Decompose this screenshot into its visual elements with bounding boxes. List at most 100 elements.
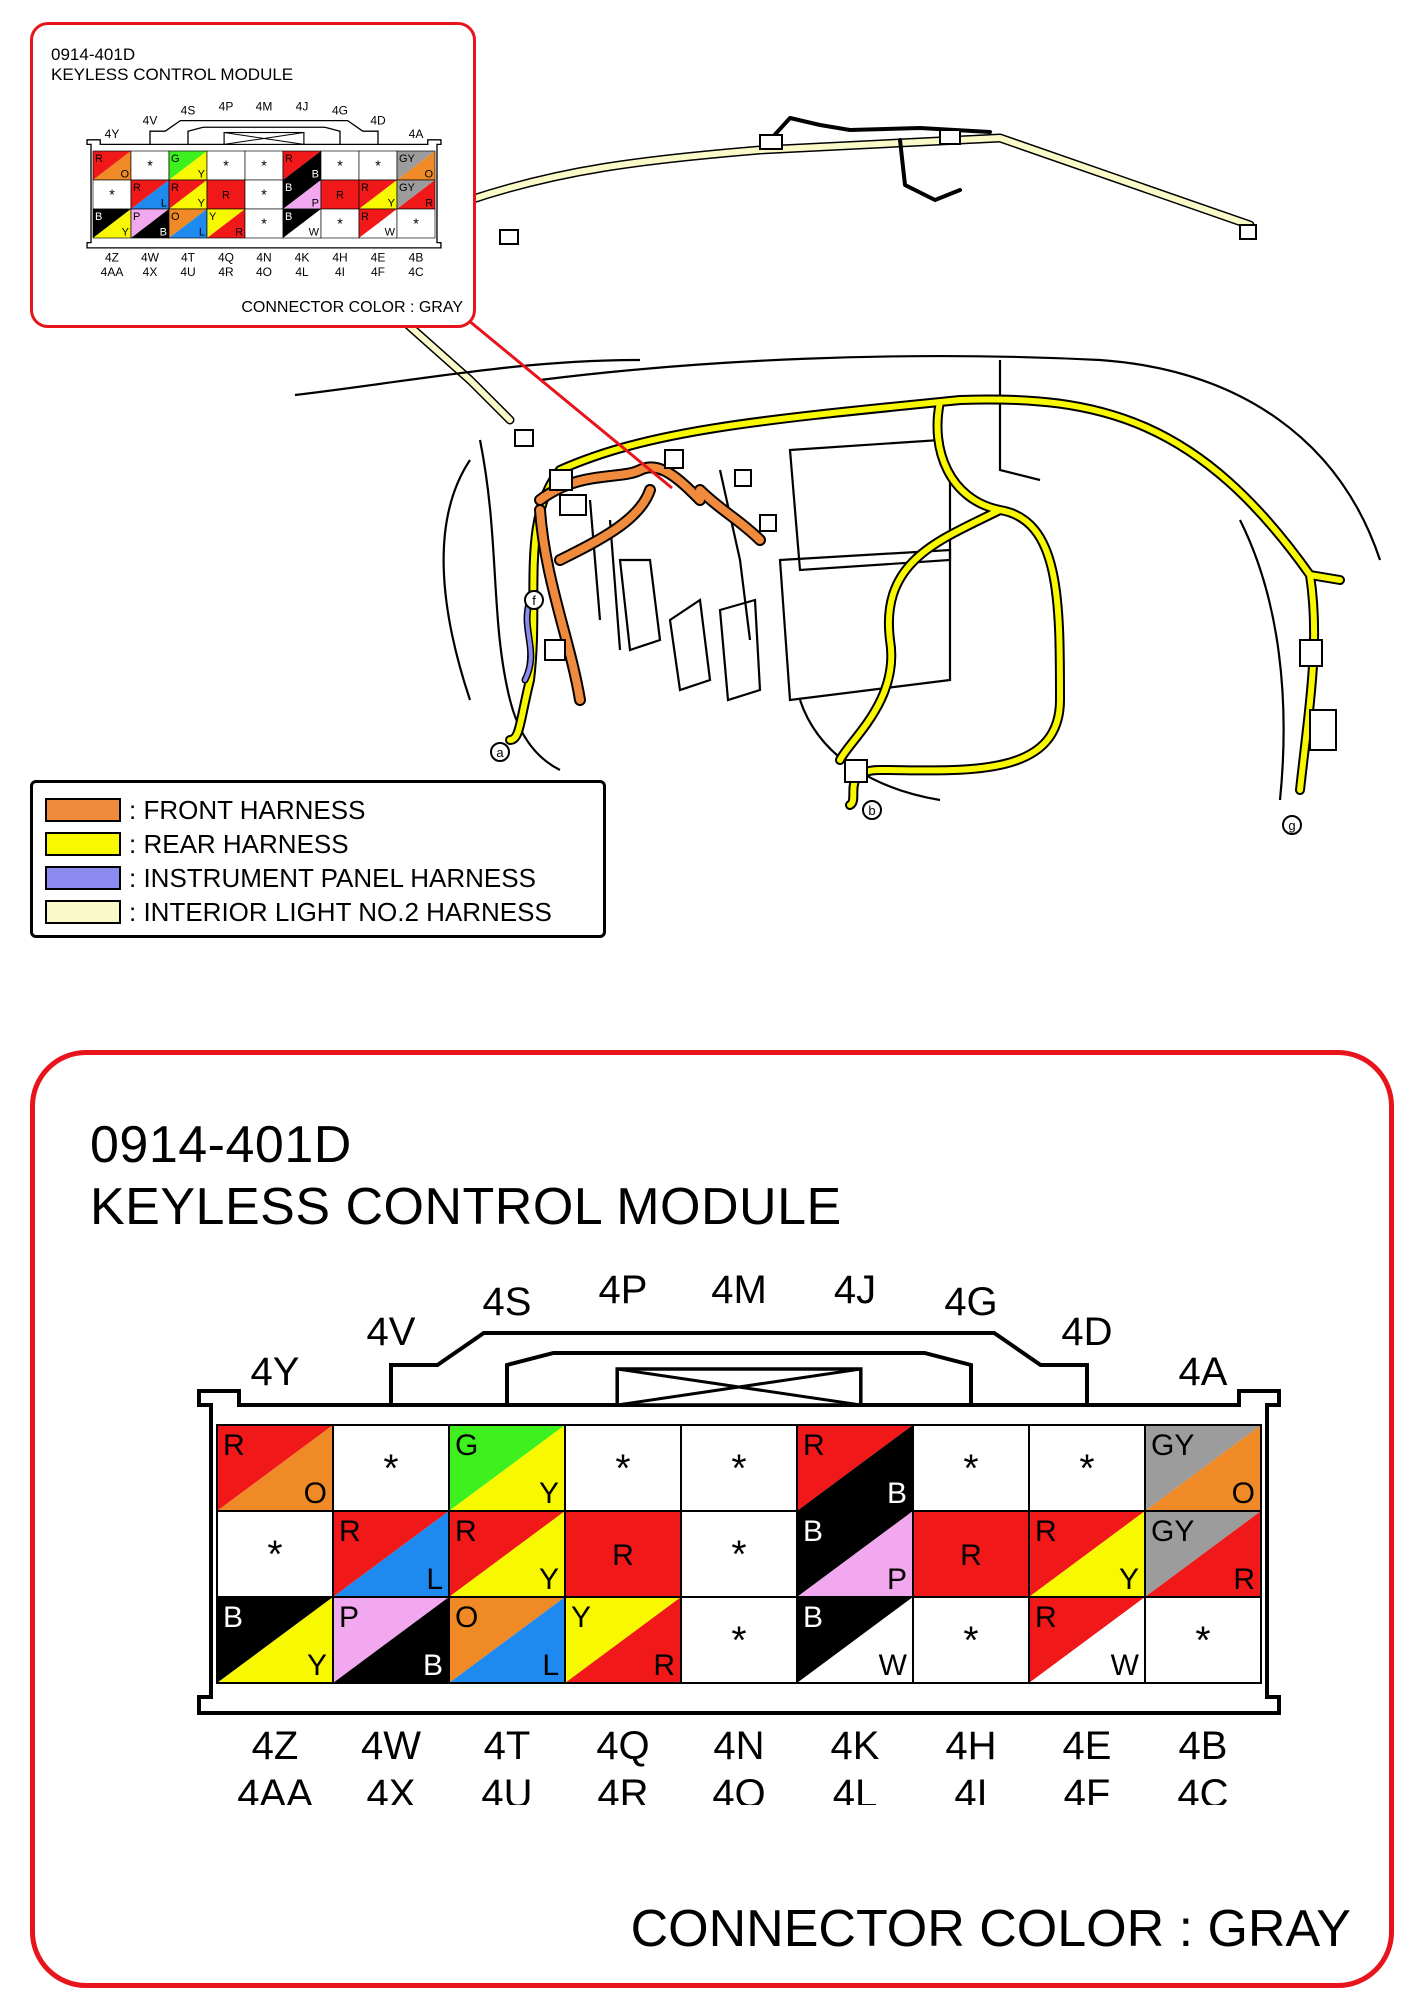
legend-label: : INTERIOR LIGHT NO.2 HARNESS [129, 897, 552, 927]
empty-pin-mark: * [383, 1448, 398, 1491]
wire-color-label: B [285, 211, 292, 223]
pin-number-label: 4S [483, 1280, 532, 1324]
wire-color-label: R [95, 153, 103, 165]
connector-pin: RL [130, 179, 170, 209]
connector-pin: RY [168, 179, 208, 209]
connector-pin: OL [448, 1596, 566, 1684]
pin-number-label: 4D [1061, 1310, 1112, 1354]
legend-swatch [45, 866, 121, 890]
wire-color-label: O [120, 168, 129, 180]
connector-pin: BW [282, 208, 322, 238]
wire-color-label: L [161, 197, 167, 209]
pin-number-label: 4R [597, 1772, 648, 1805]
connector-face: RO*GY**RB**GYO*RLRYR*BPRRYGYRBYPBOLYR*BW… [197, 1268, 1281, 1805]
empty-pin-mark: * [261, 158, 267, 174]
connector-pin: * [332, 1424, 450, 1512]
pin-number-label: 4A [1179, 1350, 1228, 1394]
legend-swatch [45, 798, 121, 822]
wire-color-label: O [455, 1601, 478, 1634]
wire-color-label: R [285, 153, 293, 165]
pin-number-label: 4U [180, 265, 195, 279]
pin-number-label: 4L [295, 265, 309, 279]
pin-number-label: 4Z [105, 251, 119, 265]
pin-number-label: 4G [944, 1280, 997, 1324]
legend-label: : INSTRUMENT PANEL HARNESS [129, 863, 536, 893]
wire-color-label: R [425, 197, 433, 209]
wire-color-label: R [171, 182, 179, 194]
connector-pin: OL [168, 208, 208, 238]
connector-pin: * [320, 150, 360, 181]
connector-pin: RY [1028, 1510, 1146, 1598]
pin-number-label: 4V [367, 1310, 416, 1354]
pin-number-label: 4B [409, 251, 424, 265]
connector-pin: R [320, 179, 360, 210]
connector-pin: R [564, 1510, 682, 1598]
wire-color-label: GY [399, 153, 416, 165]
wire-color-label: B [285, 182, 292, 194]
connector-pin: BW [796, 1596, 914, 1684]
wire-color-label: P [887, 1563, 907, 1596]
wire-color-label: R [133, 182, 141, 194]
connector-pin: RO [92, 150, 132, 180]
pin-number-label: 4W [141, 251, 160, 265]
wire-color-label: R [1035, 1515, 1057, 1548]
wire-color-label: P [312, 197, 319, 209]
pin-number-label: 4A [409, 127, 424, 141]
wire-color-label: Y [122, 226, 130, 238]
harness-legend: : FRONT HARNESS : REAR HARNESS : INSTRUM… [30, 780, 606, 938]
pin-number-label: 4W [361, 1724, 421, 1768]
connector-pin: RB [282, 150, 322, 180]
connector-pin: RL [332, 1510, 450, 1598]
connector-color-label: CONNECTOR COLOR : GRAY [630, 1900, 1351, 1958]
wire-color-label: B [803, 1601, 823, 1634]
ground-point-g-icon [1282, 815, 1302, 835]
empty-pin-mark: * [1195, 1620, 1210, 1663]
connector-pin: PB [332, 1596, 450, 1684]
wire-color-label: W [385, 226, 396, 238]
connector-pin: RY [358, 179, 398, 209]
wire-color-label: R [653, 1649, 675, 1682]
pin-number-label: 4N [713, 1724, 764, 1768]
empty-pin-mark: * [337, 216, 343, 232]
connector-pin: * [92, 179, 132, 210]
connector-pin: R [206, 179, 246, 210]
empty-pin-mark: * [337, 158, 343, 174]
wire-color-label: P [133, 211, 140, 223]
legend-swatch [45, 900, 121, 924]
connector-pin: GYR [1144, 1510, 1262, 1598]
connector-pin: GY [448, 1424, 566, 1512]
empty-pin-mark: * [615, 1448, 630, 1491]
point-f-label: f [532, 593, 536, 608]
connector-pin: * [1028, 1424, 1146, 1512]
connector-pin: BY [216, 1596, 334, 1684]
empty-pin-mark: * [963, 1620, 978, 1663]
connector-pin: RO [216, 1424, 334, 1512]
empty-pin-mark: * [413, 216, 419, 232]
connector-pin: GY [168, 150, 208, 180]
empty-pin-mark: * [223, 158, 229, 174]
wire-color-label: GY [399, 182, 416, 194]
wire-color-label: R [361, 211, 369, 223]
wire-color-label: GY [1151, 1515, 1194, 1548]
pin-number-label: 4H [945, 1724, 996, 1768]
connector-pin: RB [796, 1424, 914, 1512]
wire-color-label: Y [198, 168, 206, 180]
wire-color-label: B [312, 168, 319, 180]
pin-number-label: 4Y [251, 1350, 300, 1394]
pin-number-label: 4R [218, 265, 234, 279]
wire-color-label: B [95, 211, 102, 223]
empty-pin-mark: * [963, 1448, 978, 1491]
pin-number-label: 4AA [101, 265, 124, 279]
point-b-label: b [868, 803, 875, 818]
connector-pin: BP [796, 1510, 914, 1598]
wire-color-label: G [171, 153, 180, 165]
connector-pin: GYO [1144, 1424, 1262, 1512]
connector-pin: * [320, 208, 360, 239]
pin-number-label: 4B [1179, 1724, 1228, 1768]
pin-number-label: 4L [833, 1772, 878, 1805]
connector-pin: * [680, 1596, 798, 1684]
wire-color-label: Y [388, 197, 396, 209]
connector-pin: RW [1028, 1596, 1146, 1684]
wire-color-label: R [339, 1515, 361, 1548]
pin-number-label: 4H [332, 251, 347, 265]
